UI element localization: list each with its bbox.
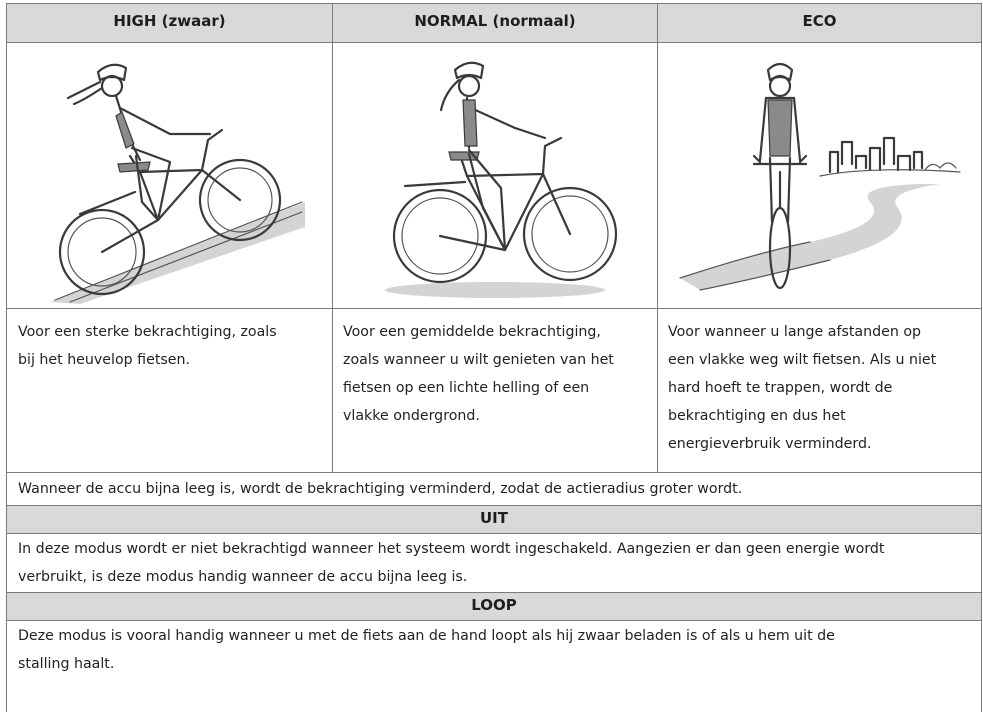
description-line: Voor wanneer u lange afstanden op bbox=[668, 324, 922, 340]
description-line: Deze modus is vooral handig wanneer u me… bbox=[18, 628, 835, 644]
header-row bbox=[6, 3, 982, 42]
description-line: vlakke ondergrond. bbox=[343, 408, 480, 424]
header-normal: NORMAL (normaal) bbox=[414, 12, 576, 30]
description-line: In deze modus wordt er niet bekrachtigd … bbox=[18, 541, 885, 557]
description-line: bekrachtiging en dus het bbox=[668, 408, 846, 424]
uit-description: In deze modus wordt er niet bekrachtigd … bbox=[18, 535, 978, 591]
low-battery-note: Wanneer de accu bijna leeg is, wordt de … bbox=[18, 481, 743, 497]
description-line: Voor een gemiddelde bekrachtiging, bbox=[343, 324, 601, 340]
cyclist-climbing-hill-illustration bbox=[40, 52, 310, 304]
description-line: bij het heuvelop fietsen. bbox=[18, 352, 191, 368]
description-line: verbruikt, is deze modus handig wanneer … bbox=[18, 569, 468, 585]
uit-header-row bbox=[6, 505, 982, 533]
loop-description: Deze modus is vooral handig wanneer u me… bbox=[18, 622, 978, 678]
header-high: HIGH (zwaar) bbox=[113, 12, 226, 30]
cyclist-riding-flat-illustration bbox=[365, 58, 627, 302]
description-normal: Voor een gemiddelde bekrachtiging, zoals… bbox=[343, 318, 651, 430]
uit-header: UIT bbox=[480, 509, 508, 527]
description-line: zoals wanneer u wilt genieten van het bbox=[343, 352, 614, 368]
description-line: een vlakke weg wilt fietsen. Als u niet bbox=[668, 352, 937, 368]
description-eco: Voor wanneer u lange afstanden op een vl… bbox=[668, 318, 978, 458]
description-line: fietsen op een lichte helling of een bbox=[343, 380, 590, 396]
loop-header: LOOP bbox=[471, 596, 517, 614]
description-high: Voor een sterke bekrachtiging, zoals bij… bbox=[18, 318, 326, 374]
description-line: stalling haalt. bbox=[18, 656, 115, 672]
description-line: Voor een sterke bekrachtiging, zoals bbox=[18, 324, 277, 340]
loop-header-row bbox=[6, 592, 982, 620]
cyclist-on-long-road-illustration bbox=[670, 52, 975, 302]
description-line: energieverbruik verminderd. bbox=[668, 436, 872, 452]
header-eco: ECO bbox=[802, 12, 837, 30]
description-line: hard hoeft te trappen, wordt de bbox=[668, 380, 893, 396]
